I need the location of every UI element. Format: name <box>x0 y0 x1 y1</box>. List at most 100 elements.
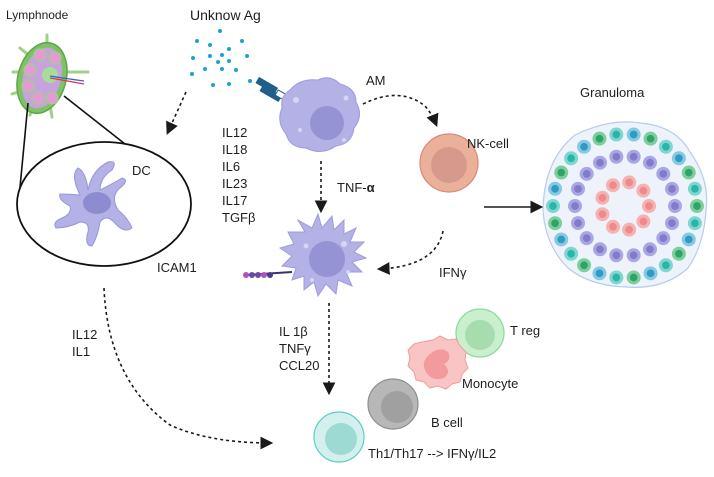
granuloma-cell-nucleus <box>646 158 654 167</box>
tnf-prefix: TNF- <box>337 180 367 195</box>
ifn-gamma-label: IFNγ <box>439 265 467 280</box>
granuloma-cell-nucleus <box>629 152 638 161</box>
granuloma-cell-nucleus <box>595 134 604 143</box>
granuloma-cell-nucleus <box>574 185 582 193</box>
arrow-am-to-nk <box>362 94 439 127</box>
cytokine: IL 1β <box>279 324 308 339</box>
granuloma-cell-nucleus <box>691 184 699 193</box>
granuloma-cell-nucleus <box>693 202 701 210</box>
granuloma-cell-nucleus <box>598 210 607 219</box>
granuloma-cell-nucleus <box>582 170 591 178</box>
granuloma-cell-nucleus <box>625 225 634 234</box>
granuloma-cell-nucleus <box>567 249 575 258</box>
cytokine: TGFβ <box>222 210 256 225</box>
granuloma-cell-nucleus <box>639 186 648 195</box>
granuloma-cell-nucleus <box>639 217 648 226</box>
granuloma-cell-nucleus <box>571 202 579 210</box>
cytokine: IL12 <box>72 327 98 342</box>
th-cell-icon <box>313 411 365 463</box>
bead-receptor-icon <box>243 271 293 278</box>
granuloma-icon <box>542 121 708 288</box>
granuloma-cell-nucleus <box>551 184 559 193</box>
granuloma-cell-nucleus <box>609 181 617 190</box>
granuloma-cell-nucleus <box>574 219 582 227</box>
am-cytokine-list: IL12 IL18 IL6 IL23 IL17 TGFβ <box>222 124 255 226</box>
granuloma-cell-nucleus <box>596 158 604 167</box>
granuloma-cell-nucleus <box>671 202 679 210</box>
monocyte-icon <box>407 335 469 390</box>
granuloma-cell-nucleus <box>551 219 559 228</box>
granuloma-cell-nucleus <box>582 234 591 242</box>
granuloma-cell-nucleus <box>662 142 670 151</box>
granuloma-cell-nucleus <box>659 170 668 178</box>
activated-cytokine-list: IL 1β TNFγ CCL20 <box>279 323 319 374</box>
arrow-ag-to-dc <box>166 91 187 135</box>
monocyte-label: Monocyte <box>462 376 519 391</box>
granuloma-cell-nucleus <box>668 219 676 227</box>
granuloma-cell-nucleus <box>612 273 621 282</box>
granuloma-cell-nucleus <box>629 273 638 282</box>
dc-cytokine-list: IL12 IL1 <box>72 326 97 360</box>
granuloma-cell-nucleus <box>612 152 621 161</box>
granuloma-cell-nucleus <box>612 130 621 139</box>
granuloma-cell-nucleus <box>691 219 699 228</box>
nk-cell-label: NK-cell <box>467 136 509 151</box>
icam1-label: ICAM1 <box>157 260 197 275</box>
zoom-line-left <box>18 102 29 199</box>
granuloma-cell-nucleus <box>609 222 617 231</box>
alpha-symbol: α <box>366 180 375 195</box>
granuloma-cell-nucleus <box>595 269 604 278</box>
granuloma-cell-nucleus <box>668 185 676 193</box>
arrow-nk-to-activated <box>376 230 444 275</box>
granuloma-cell-nucleus <box>684 235 693 244</box>
b-cell-label: B cell <box>431 415 463 430</box>
granuloma-cell-nucleus <box>549 202 557 210</box>
receptor-icon <box>255 76 288 102</box>
dc-label: DC <box>132 163 151 178</box>
granuloma-cell-nucleus <box>675 154 683 163</box>
granuloma-cell-nucleus <box>567 154 575 163</box>
lymphnode-label: Lymphnode <box>6 8 69 22</box>
cytokine: IL1 <box>72 344 91 359</box>
granuloma-cell-nucleus <box>675 249 683 258</box>
granuloma-cell-nucleus <box>580 261 588 270</box>
tnf-alpha-label: TNF-α <box>337 180 375 196</box>
granuloma-cell-nucleus <box>629 251 638 260</box>
granuloma-cell-nucleus <box>645 202 653 210</box>
zoom-line-right <box>63 95 126 145</box>
am-label: AM <box>366 73 386 88</box>
granuloma-cell-nucleus <box>580 142 588 151</box>
granuloma-cell-nucleus <box>646 245 654 254</box>
nk-cell-icon <box>419 133 479 193</box>
cytokine: IL18 <box>222 142 248 157</box>
arrow-dc-to-th <box>103 287 274 450</box>
granuloma-cell-nucleus <box>662 261 670 270</box>
granuloma-cell-nucleus <box>596 245 604 254</box>
cytokine: IL6 <box>222 159 241 174</box>
granuloma-cell-nucleus <box>598 193 607 202</box>
b-cell-icon <box>367 378 419 430</box>
granuloma-cell-nucleus <box>557 168 566 177</box>
cytokine: IL23 <box>222 176 248 191</box>
cytokine: IL12 <box>222 125 248 140</box>
granuloma-label: Granuloma <box>580 85 645 100</box>
cytokine: IL17 <box>222 193 248 208</box>
activated-macrophage-icon <box>278 212 368 298</box>
granuloma-cell-nucleus <box>625 178 634 187</box>
t-reg-label: T reg <box>510 323 541 338</box>
granuloma-cell-nucleus <box>612 251 621 260</box>
t-reg-cell-icon <box>455 308 505 358</box>
cytokine: CCL20 <box>279 358 320 373</box>
granuloma-cell-nucleus <box>629 130 638 139</box>
granuloma-cell-nucleus <box>684 168 693 177</box>
alveolar-macrophage-icon <box>279 77 360 152</box>
lymphnode-icon <box>10 33 90 119</box>
unknown-antigen-label: Unknow Ag <box>190 7 261 23</box>
granuloma-cell-nucleus <box>659 234 668 242</box>
dendritic-cell-icon <box>54 161 133 247</box>
granuloma-cell-nucleus <box>646 134 655 143</box>
granuloma-cell-nucleus <box>646 269 655 278</box>
th1-th17-label: Th1/Th17 --> IFNγ/IL2 <box>368 446 497 461</box>
cytokine: TNFγ <box>279 341 311 356</box>
